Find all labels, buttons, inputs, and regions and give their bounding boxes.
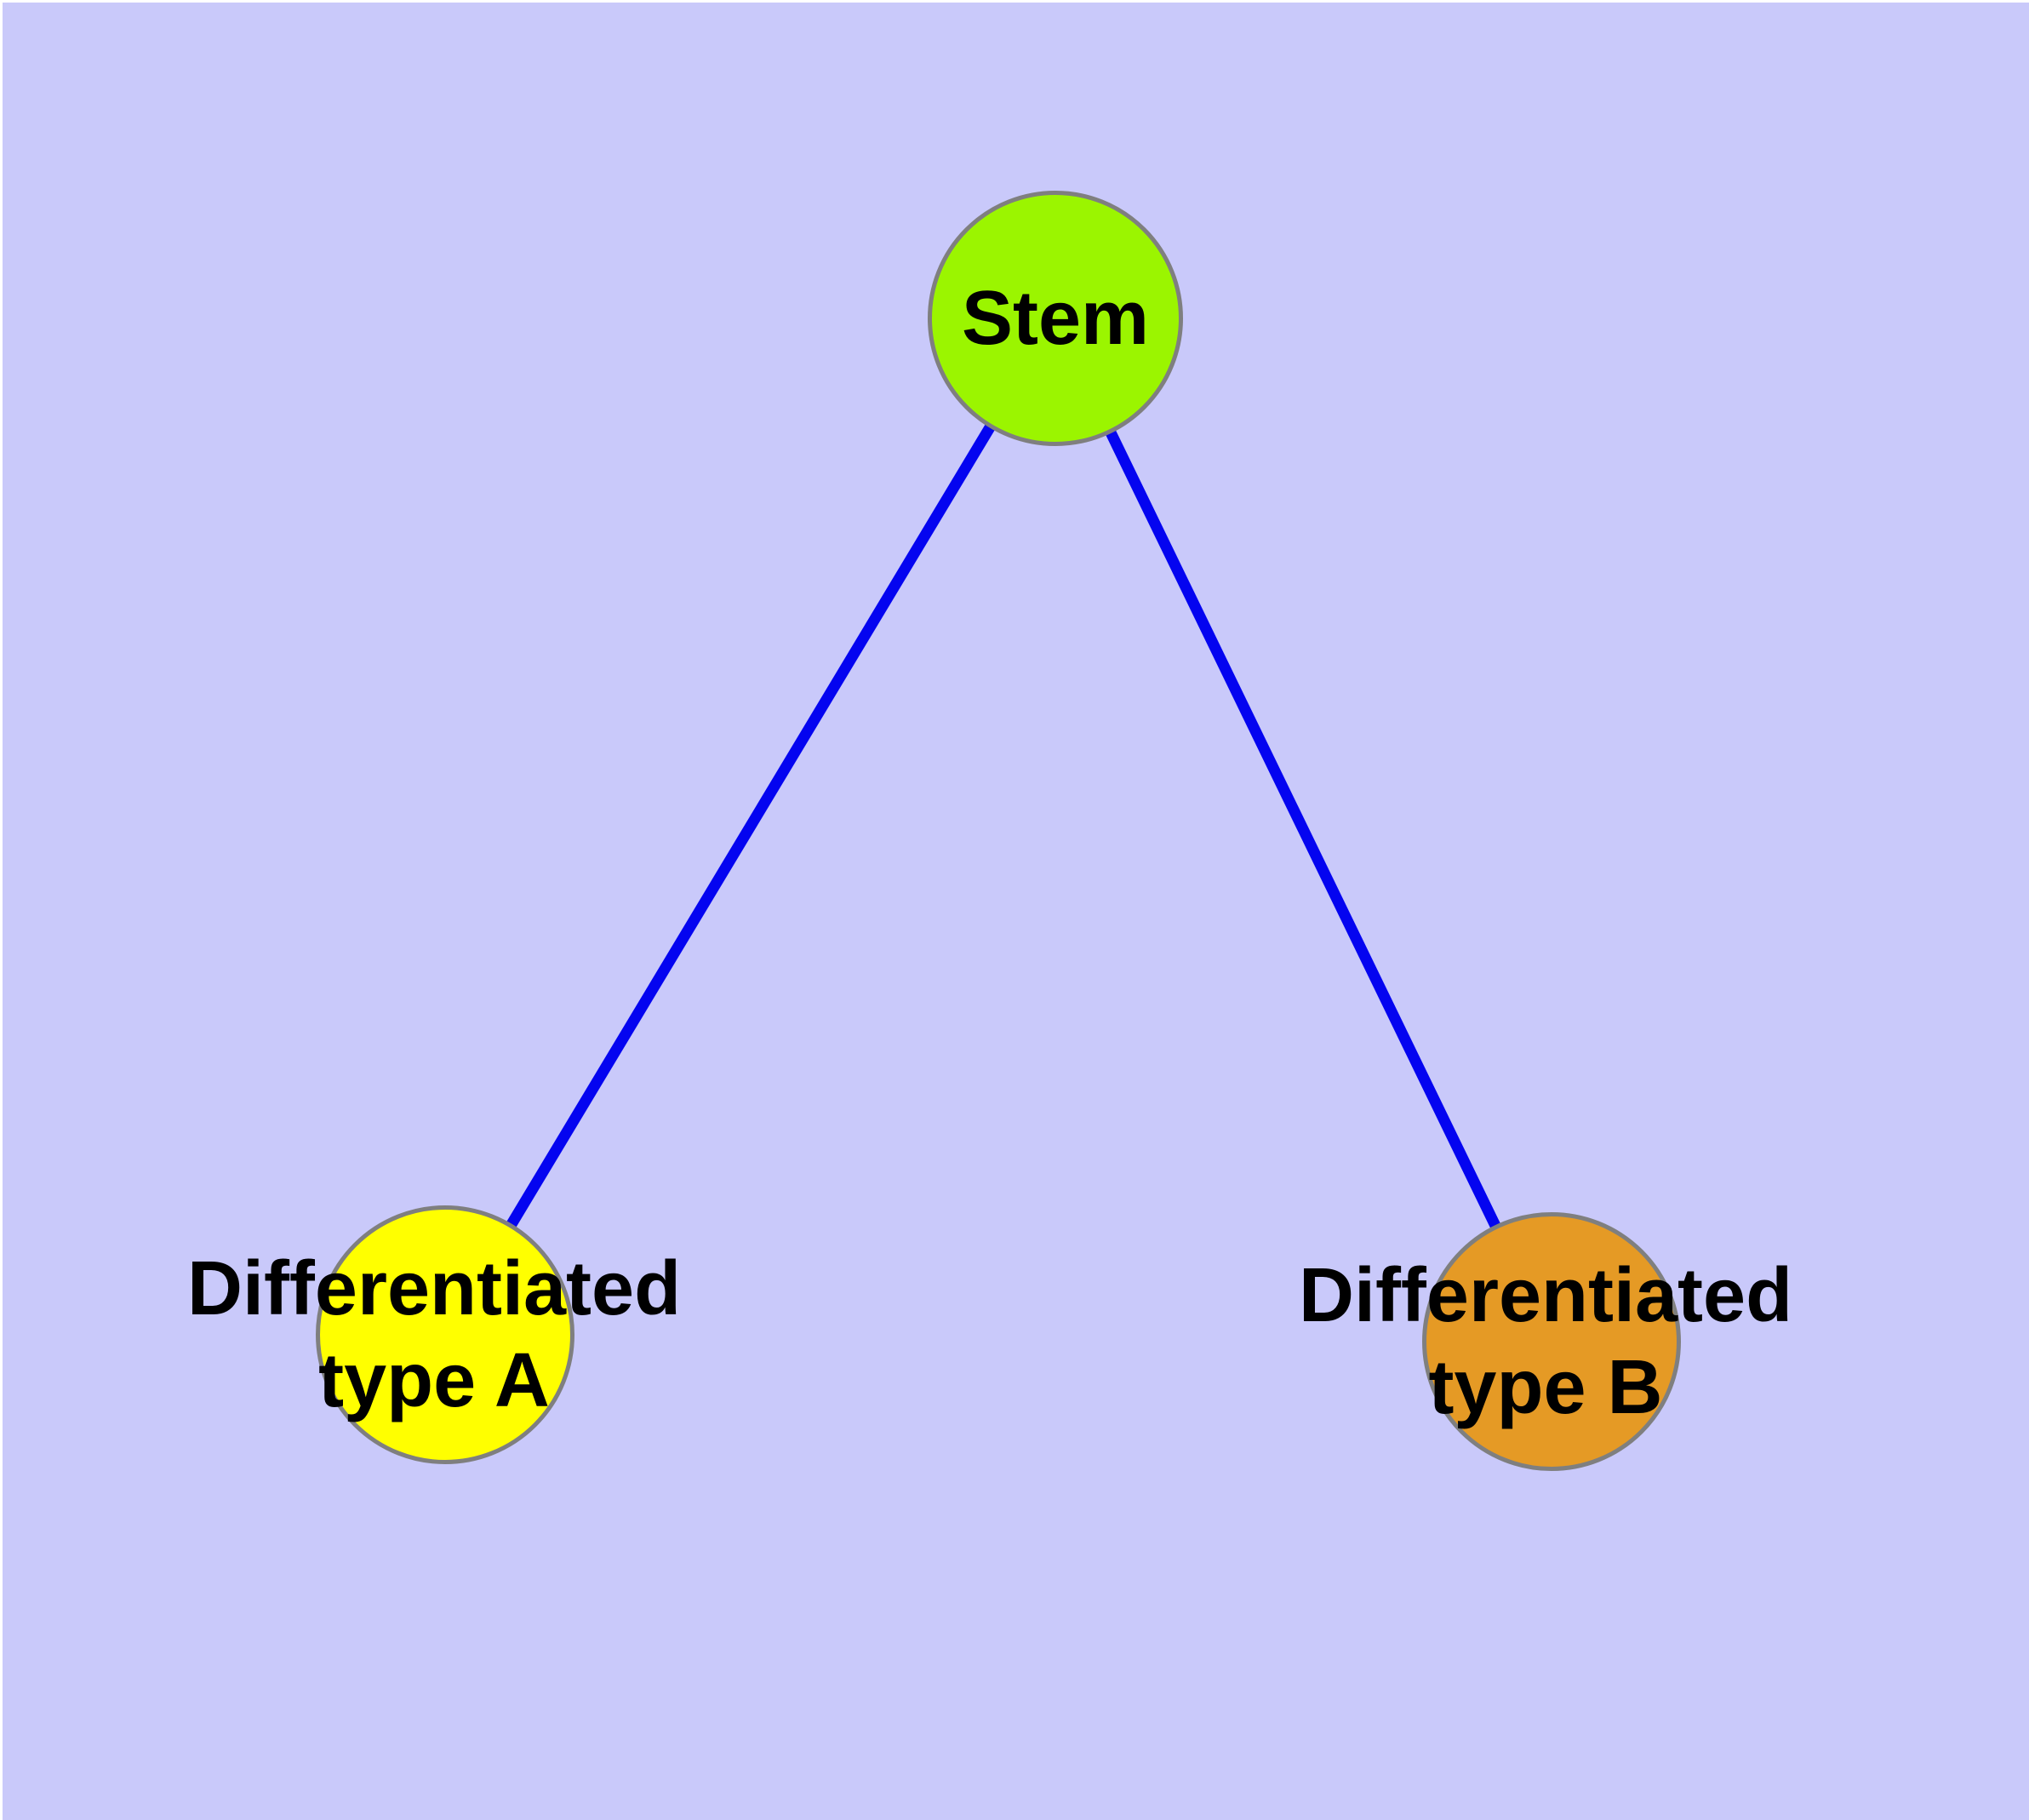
edge-stem-to-type-a [440, 315, 1060, 1338]
node-differentiated-type-a-label: Differentiated type A [187, 1243, 681, 1427]
node-stem-label: Stem [962, 272, 1149, 364]
node-differentiated-type-b-label: Differentiated type B [1299, 1250, 1792, 1434]
node-type-a-label-line2: type A [318, 1338, 550, 1423]
node-type-b-label-line1: Differentiated [1298, 1253, 1793, 1338]
node-differentiated-type-a-circle [316, 1205, 574, 1464]
node-differentiated-type-b-circle [1422, 1212, 1681, 1471]
edge-layer [440, 315, 1557, 1344]
edge-stem-to-type-b [1050, 316, 1557, 1344]
node-type-b-label-line2: type B [1428, 1345, 1663, 1430]
node-type-a-label-line1: Differentiated [186, 1246, 682, 1331]
node-stem-label-line: Stem [961, 276, 1150, 361]
node-stem-circle [928, 191, 1183, 446]
